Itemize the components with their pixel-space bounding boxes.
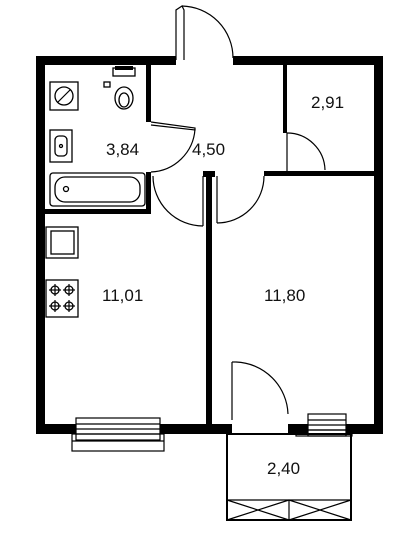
- bedroom-area-label: 11,80: [264, 286, 305, 305]
- bathroom-area-label: 3,84: [106, 140, 139, 159]
- balcony: [226, 433, 352, 521]
- balcony-area-label: 2,40: [267, 459, 300, 478]
- wall-bottom-3: [288, 424, 308, 434]
- wall-bath-right-lower: [146, 172, 151, 214]
- bedroom-door-arc: [216, 175, 265, 224]
- balcony-door-arc: [235, 361, 289, 415]
- wall-storage-left: [283, 65, 287, 133]
- interior-walls: [45, 65, 374, 426]
- bathroom-fixtures: [49, 66, 146, 207]
- bathroom-door: [150, 121, 196, 173]
- wall-top-right: [233, 56, 383, 65]
- entrance-door: [175, 5, 234, 60]
- wall-top-left: [36, 56, 176, 65]
- kitchen-window: [71, 417, 165, 452]
- wall-bottom-2: [160, 424, 232, 434]
- wall-storage-bottom: [287, 171, 374, 176]
- wall-bottom-4: [346, 424, 383, 434]
- storage-door-arc: [286, 132, 326, 171]
- wall-bath-bottom: [45, 209, 151, 214]
- storage-area-label: 2,91: [311, 93, 344, 112]
- entrance-door-leaf: [175, 5, 185, 60]
- kitchen-door: [152, 175, 204, 227]
- hallway-area-label: 4,50: [192, 140, 225, 159]
- bedroom-door: [216, 175, 265, 224]
- balcony-door: [231, 361, 289, 420]
- wall-center: [206, 176, 212, 426]
- wall-bath-right-upper: [146, 65, 151, 122]
- wall-right: [374, 56, 383, 434]
- wall-bottom-1: [36, 424, 76, 434]
- bathroom-door-leaf: [150, 121, 196, 131]
- kitchen-window-sill: [71, 433, 165, 452]
- kitchen-area-label: 11,01: [102, 286, 143, 305]
- kitchen-fixtures: [45, 226, 79, 318]
- stove-icon: [45, 279, 79, 318]
- entrance-door-arc: [181, 5, 234, 59]
- bedroom-window: [295, 413, 353, 437]
- bathroom-door-arc: [150, 128, 196, 173]
- wall-center-cap: [203, 171, 215, 177]
- wall-left: [36, 56, 45, 434]
- storage-door: [286, 132, 326, 171]
- outer-walls: [36, 56, 383, 434]
- wall-hall-bedroom: [264, 171, 288, 176]
- kitchen-door-arc: [152, 175, 204, 227]
